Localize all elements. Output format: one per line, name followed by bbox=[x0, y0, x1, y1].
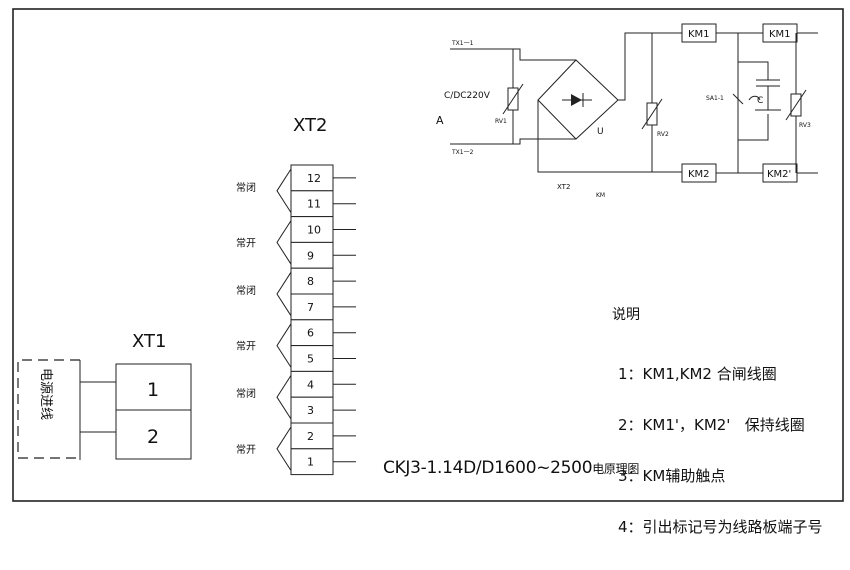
xt1-terminal-1 bbox=[115, 363, 192, 411]
rv2-label: RV2 bbox=[657, 131, 669, 138]
km2-hold-label: KM2' bbox=[767, 169, 791, 180]
note-item: 4：引出标记号为线路板端子号 bbox=[618, 518, 823, 536]
circuit-diagram: XT1 1 2 电源进线 XT2 121110987654321常闭常开常闭常开… bbox=[12, 8, 844, 502]
contact-group-bracket bbox=[276, 271, 292, 317]
c-curve bbox=[748, 95, 761, 101]
notes-list: 1：KM1,KM2 合闸线圈 2：KM1'，KM2' 保持线圈 3：KM辅助触点… bbox=[612, 332, 823, 570]
input-wire-top bbox=[450, 48, 576, 61]
xt2-terminal-number: 2 bbox=[307, 430, 314, 443]
notes-panel: 说明 1：KM1,KM2 合闸线圈 2：KM1'，KM2' 保持线圈 3：KM辅… bbox=[612, 306, 823, 570]
rv3-label: RV3 bbox=[799, 122, 811, 129]
xt2-terminal bbox=[290, 422, 334, 450]
c-label: C bbox=[757, 96, 763, 106]
contact-group-label: 常开 bbox=[236, 236, 256, 249]
contact-group-bracket bbox=[276, 426, 292, 471]
xt2-terminal bbox=[290, 190, 334, 218]
power-inlet-label: 电源进线 bbox=[38, 368, 53, 420]
sa-switch bbox=[732, 93, 744, 105]
contact-group-bracket bbox=[276, 323, 292, 368]
tx-top-label: TX1一1 bbox=[451, 40, 474, 47]
xt2-terminal bbox=[290, 293, 334, 321]
diagram-title-suffix: 电原理图 bbox=[592, 462, 640, 476]
input-a-label: A bbox=[436, 114, 444, 127]
contact-group-label: 常闭 bbox=[236, 181, 256, 194]
dc-rail-top bbox=[618, 32, 682, 101]
xt1-terminal-block: 1 2 bbox=[115, 363, 192, 460]
xt2-label: XT2 bbox=[293, 115, 327, 136]
bridge-u-label: U bbox=[597, 127, 604, 137]
xt2-terminal-number: 5 bbox=[307, 353, 314, 366]
xt2-terminal-number: 12 bbox=[307, 172, 321, 185]
diagram-frame bbox=[12, 8, 844, 502]
contact-group-label: 常闭 bbox=[236, 284, 256, 297]
xt1-label: XT1 bbox=[132, 331, 166, 352]
tx-bottom-label: TX1一2 bbox=[451, 149, 474, 156]
km-ref-label: KM bbox=[596, 192, 605, 199]
xt2-terminal-number: 8 bbox=[307, 275, 314, 288]
note-item: 3：KM辅助触点 bbox=[618, 467, 726, 485]
rv1-slash bbox=[502, 83, 524, 115]
xt2-ref-label: XT2 bbox=[557, 183, 570, 191]
diagram-title: CKJ3-1.14D/D1600~2500电原理图 bbox=[383, 458, 639, 478]
xt2-terminal-number: 10 bbox=[307, 224, 321, 237]
xt2-terminal bbox=[290, 370, 334, 398]
contact-group-label: 常开 bbox=[236, 340, 256, 353]
contact-group-label: 常开 bbox=[236, 443, 256, 456]
rv1-label: RV1 bbox=[495, 118, 507, 125]
input-wire-bottom bbox=[450, 138, 576, 145]
c-branch-top bbox=[738, 61, 769, 80]
xt2-terminal-number: 3 bbox=[307, 404, 314, 417]
c-branch-bottom bbox=[738, 114, 769, 141]
km1-coil-label: KM1 bbox=[688, 29, 710, 40]
diagram-title-main: CKJ3-1.14D/D1600~2500 bbox=[383, 458, 593, 478]
xt1-terminal-2 bbox=[115, 409, 192, 460]
note-item: 2：KM1'，KM2' 保持线圈 bbox=[618, 416, 805, 434]
control-schematic: TX1一1 TX1一2 C/DC220V A RV1 U XT2 KM RV2 … bbox=[436, 23, 818, 199]
xt2-terminal bbox=[290, 319, 334, 347]
contact-group-bracket bbox=[276, 168, 292, 213]
contact-group-bracket bbox=[276, 220, 292, 265]
xt2-terminal bbox=[290, 345, 334, 372]
xt2-terminal bbox=[290, 396, 334, 424]
xt2-terminal bbox=[290, 448, 334, 476]
xt1-terminal-1-number: 1 bbox=[147, 379, 159, 401]
contact-group-bracket bbox=[276, 375, 292, 420]
note-item: 1：KM1,KM2 合闸线圈 bbox=[618, 365, 777, 383]
xt1-terminal-2-number: 2 bbox=[147, 426, 159, 448]
contact-group-label: 常闭 bbox=[236, 387, 256, 400]
sa-label: SA1-1 bbox=[706, 95, 724, 102]
xt2-terminal-number: 9 bbox=[307, 249, 314, 262]
rv3-slash bbox=[785, 89, 807, 121]
km2-coil-label: KM2 bbox=[688, 169, 710, 180]
xt2-terminal-number: 7 bbox=[307, 301, 314, 314]
notes-header: 说明 bbox=[612, 307, 640, 323]
xt2-terminal-number: 6 bbox=[307, 327, 314, 340]
dc-rail-bottom bbox=[537, 100, 682, 173]
rv2-slash bbox=[641, 98, 663, 130]
km1-hold-label: KM1 bbox=[769, 29, 791, 40]
xt2-terminal-number: 11 bbox=[307, 198, 321, 211]
xt2-terminal-number: 1 bbox=[307, 456, 314, 469]
xt2-terminal-number: 4 bbox=[307, 378, 314, 391]
voltage-label: C/DC220V bbox=[444, 91, 491, 101]
